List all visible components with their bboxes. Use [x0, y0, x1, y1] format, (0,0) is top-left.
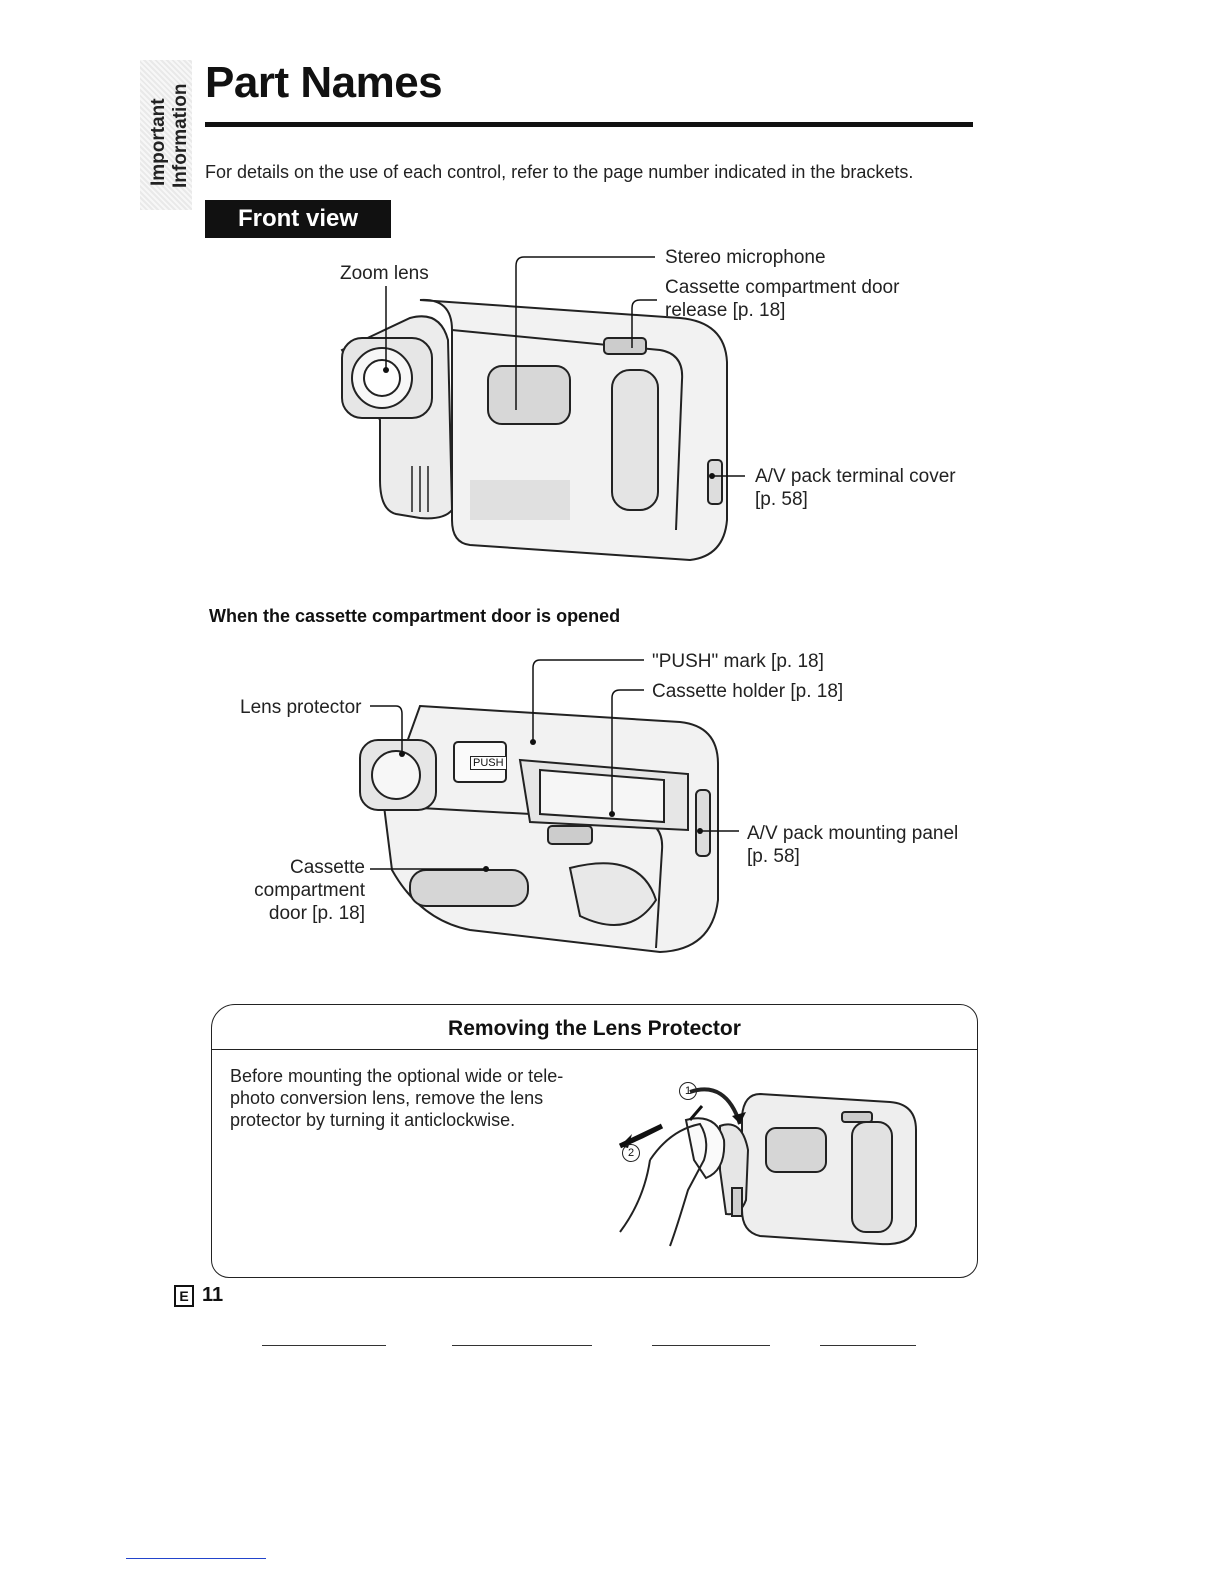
- lens-box-text: Before mounting the optional wide or tel…: [230, 1065, 600, 1131]
- label-cassette-holder: Cassette holder [p. 18]: [652, 681, 844, 702]
- label-stereo-microphone: Stereo microphone: [665, 247, 826, 268]
- label-av-mounting-panel-line1: A/V pack mounting panel: [747, 823, 959, 844]
- footer-rule: [652, 1345, 770, 1346]
- opened-view-heading: When the cassette compartment door is op…: [209, 606, 621, 626]
- page-number-footer: E 11: [174, 1284, 223, 1307]
- page-title: Part Names: [205, 58, 443, 107]
- label-cassette-door-line1: Cassette: [290, 857, 365, 878]
- label-zoom-lens: Zoom lens: [340, 263, 429, 284]
- footer-rule: [820, 1345, 916, 1346]
- label-cassette-door-line3: door [p. 18]: [268, 903, 365, 924]
- front-view-heading: Front view: [205, 200, 391, 238]
- label-door-release-line2: release [p. 18]: [665, 300, 786, 321]
- bottom-rule: [126, 1558, 266, 1559]
- label-av-terminal-cover-line2: [p. 58]: [755, 489, 808, 510]
- label-av-mounting-panel-line2: [p. 58]: [747, 846, 800, 867]
- footer-rule: [452, 1345, 592, 1346]
- label-cassette-door-line2: compartment: [254, 880, 365, 901]
- lens-box-title: Removing the Lens Protector: [212, 1005, 977, 1050]
- intro-text: For details on the use of each control, …: [205, 162, 914, 182]
- label-av-terminal-cover-line1: A/V pack terminal cover: [755, 466, 956, 487]
- lens-box-line-1: Before mounting the optional wide or tel…: [230, 1066, 564, 1086]
- step-2-marker: 2: [622, 1144, 640, 1162]
- language-badge: E: [174, 1284, 194, 1307]
- section-side-tab: Important Information: [140, 60, 192, 210]
- push-mark-text: PUSH: [470, 756, 507, 770]
- footer-rule: [262, 1345, 386, 1346]
- page-number: 11: [202, 1284, 224, 1306]
- title-rule: [205, 122, 973, 127]
- step-1-marker: 1: [679, 1082, 697, 1100]
- lens-box-line-2: photo conversion lens, remove the lens: [230, 1088, 544, 1108]
- lens-box-line-3: protector by turning it anticlockwise.: [230, 1110, 516, 1130]
- label-door-release-line1: Cassette compartment door: [665, 277, 900, 298]
- label-lens-protector: Lens protector: [240, 697, 362, 718]
- lens-protector-box: Removing the Lens Protector Before mount…: [211, 1004, 978, 1278]
- label-push-mark: "PUSH" mark [p. 18]: [652, 651, 824, 672]
